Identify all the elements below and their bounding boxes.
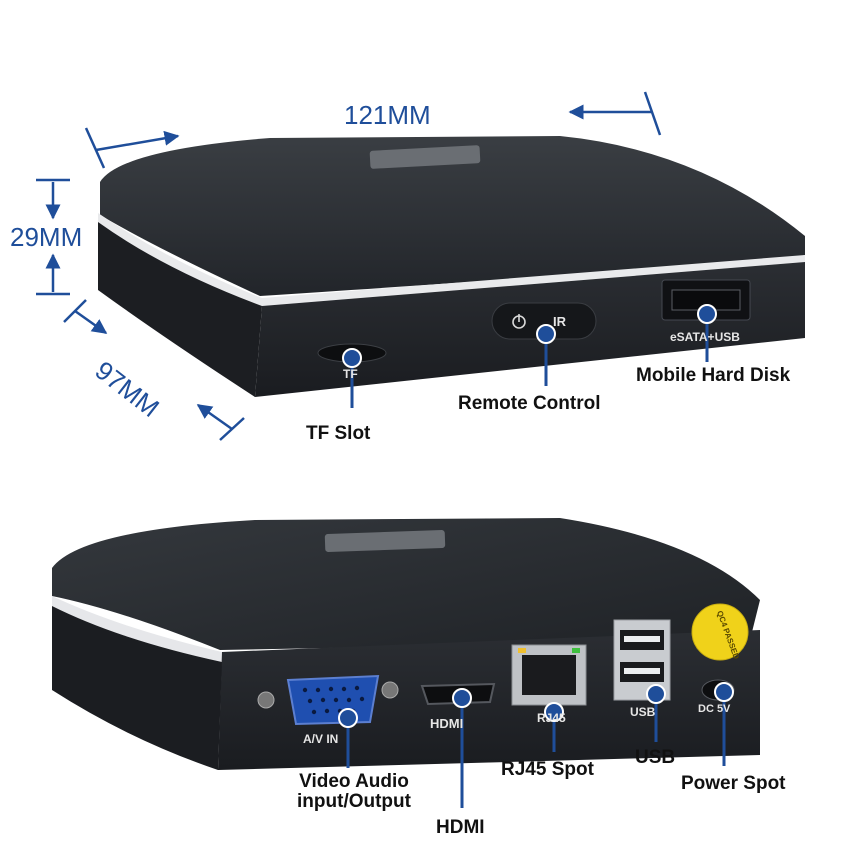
callout-hdmi: HDMI [436,817,485,838]
tf-text: TF [343,367,358,381]
left-side-face [98,222,262,397]
rj45-port-text: RJ45 [537,711,566,725]
height-dimension: 29MM [10,222,83,252]
white-trim [98,213,805,306]
callout-rj45-spot: RJ45 Spot [501,759,594,780]
callout-power-spot: Power Spot [681,773,786,794]
callout-remote-control: Remote Control [458,393,601,414]
usb-port-text: USB [630,705,656,719]
rear-device [52,518,760,770]
ir-text: IR [553,314,567,329]
vga-port [286,674,380,726]
callout-video-audio: Video Audio input/Output [297,771,411,812]
dc-port-text: DC 5V [698,703,731,715]
dimension-lines [36,91,662,441]
callout-tf-slot: TF Slot [306,423,371,444]
esata-usb-text: eSATA+USB [670,330,740,344]
width-dimension: 121MM [344,100,431,130]
brand-plate [369,145,481,169]
callout-pointers [338,304,734,808]
av-in-text: A/V IN [303,732,338,746]
callout-mobile-hard-disk: Mobile Hard Disk [636,365,791,386]
hdmi-port-text: HDMI [430,716,463,731]
qc-sticker [691,603,749,661]
front-device [98,136,805,397]
callout-usb: USB [635,747,676,768]
